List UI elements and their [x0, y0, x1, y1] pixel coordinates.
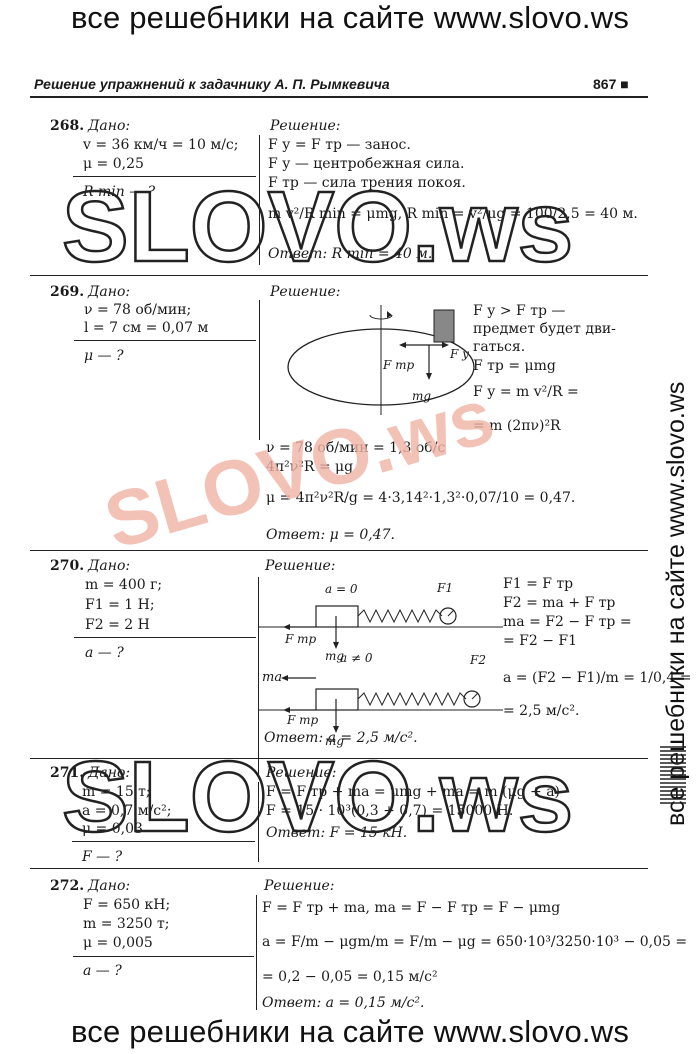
answer: Ответ: μ = 0,47. — [266, 527, 395, 543]
problem-divider — [30, 758, 648, 759]
force-label: F2 — [470, 653, 486, 667]
solution-line: a = (F2 − F1)/m = 1/0,4 = — [503, 670, 692, 686]
solution-line: F = 15 · 10³(0,3 + 0,7) = 15000 Н. — [266, 803, 514, 819]
solution-line: F у = F тр — занос. — [268, 137, 411, 153]
problem-number: 268. — [50, 118, 85, 134]
column-rule — [259, 300, 260, 440]
answer: Ответ: a = 0,15 м/с². — [262, 995, 425, 1011]
find-line: R min — ? — [83, 184, 156, 200]
accel-label: a = 0 — [325, 582, 358, 596]
given-line: m = 15 т; — [82, 784, 151, 800]
solution-label: Решение: — [270, 118, 341, 134]
problem-number: 270. — [50, 558, 85, 574]
given-label: Дано: — [88, 558, 131, 574]
problem-divider — [30, 275, 648, 276]
rotating-disk-diagram — [287, 305, 475, 415]
solution-line: ma = F2 − F тр = — [503, 614, 632, 630]
force-label: F тр — [383, 358, 415, 372]
find-line: a — ? — [85, 645, 124, 661]
find-line: F — ? — [82, 849, 123, 865]
force-label: F у — [450, 347, 470, 361]
column-rule — [256, 895, 257, 1010]
problem-number: 271. — [50, 765, 85, 781]
solution-line: F тр = μmg — [473, 358, 556, 374]
solution-line: = 0,2 − 0,05 = 0,15 м/с² — [262, 969, 438, 985]
given-line: μ = 0,005 — [83, 935, 153, 951]
solution-line: F у > F тр — — [473, 303, 566, 319]
solution-line: = F2 − F1 — [503, 633, 578, 649]
solution-line: F1 = F тр — [503, 576, 574, 592]
force-label: mg — [412, 389, 432, 403]
top-banner: все решебники на сайте www.slovo.ws — [70, 0, 630, 35]
force-label: ma — [262, 670, 283, 685]
solution-formula: a = F/m − μgm/m = F/m − μg = 650·10³/325… — [262, 934, 688, 950]
page-number: 867 ■ — [593, 76, 629, 92]
problem-divider — [30, 868, 648, 869]
force-label: F1 — [437, 581, 453, 595]
force-label: F тр — [287, 713, 319, 727]
given-line: F = 650 кН; — [83, 897, 171, 913]
given-label: Дано: — [88, 765, 131, 781]
solution-line: F у — центробежная сила. — [268, 156, 465, 172]
accel-label: a ≠ 0 — [340, 651, 373, 665]
given-line: l = 7 см = 0,07 м — [84, 320, 209, 336]
column-rule — [258, 577, 259, 777]
given-rule — [74, 637, 256, 638]
given-line: μ = 0,03 — [82, 821, 143, 837]
answer: Ответ: a = 2,5 м/с². — [264, 730, 418, 746]
solution-line: F2 = ma + F тр — [503, 595, 616, 611]
solution-label: Решение: — [270, 284, 341, 300]
solution-line: предмет будет дви- — [473, 321, 616, 337]
column-rule — [259, 135, 260, 265]
given-line: F1 = 1 Н; — [85, 597, 155, 613]
given-rule — [73, 176, 256, 177]
given-line: m = 3250 т; — [83, 916, 170, 932]
given-label: Дано: — [88, 878, 131, 894]
given-line: μ = 0,25 — [83, 156, 144, 172]
answer: Ответ: F = 15 кН. — [266, 825, 408, 841]
watermark-outline: SLOVO.ws — [61, 170, 575, 285]
force-label: mg — [325, 649, 345, 663]
watermark-outline: SLOVO.ws — [61, 740, 575, 855]
given-rule — [73, 956, 254, 957]
page-header-title: Решение упражнений к задачнику А. П. Рым… — [34, 76, 390, 92]
bottom-banner: все решебники на сайте www.slovo.ws — [70, 1014, 630, 1049]
solution-line: F у = m v²/R = — [473, 384, 579, 400]
given-rule — [74, 340, 256, 341]
problem-number: 269. — [50, 284, 85, 300]
barcode-icon — [660, 746, 686, 804]
solution-line: гаться. — [473, 339, 526, 355]
given-line: m = 400 г; — [85, 577, 163, 593]
solution-line: = m (2πν)²R — [473, 418, 561, 434]
find-line: μ — ? — [84, 348, 124, 364]
given-line: v = 36 км/ч = 10 м/с; — [83, 137, 239, 153]
problem-number: 272. — [50, 878, 85, 894]
column-rule — [258, 782, 259, 862]
solution-line: 4π²ν²R = μg — [266, 459, 354, 475]
solution-label: Решение: — [266, 765, 337, 781]
problem-divider — [30, 550, 648, 551]
solution-line: = 2,5 м/с². — [503, 703, 580, 719]
solution-line: F тр — сила трения покоя. — [268, 175, 466, 191]
header-rule — [30, 96, 648, 98]
solution-line: F = F тр + ma = μmg + ma = m (μg + a) — [266, 784, 561, 800]
solution-line: ν = 78 об/мин = 1,3 об/с — [266, 440, 446, 456]
given-line: ν = 78 об/мин; — [84, 302, 192, 318]
solution-label: Решение: — [264, 878, 335, 894]
solution-line: F = F тр + ma, ma = F − F тр = F − μmg — [262, 900, 561, 916]
solution-label: Решение: — [265, 558, 336, 574]
solution-formula: m v²/R min = μmg, R min = v²/μg = 100/2,… — [268, 206, 638, 222]
given-line: F2 = 2 Н — [85, 617, 150, 633]
given-label: Дано: — [88, 118, 131, 134]
find-line: a — ? — [83, 963, 122, 979]
given-label: Дано: — [88, 284, 131, 300]
force-label: F тр — [285, 632, 317, 646]
given-line: a = 0,7 м/с²; — [82, 803, 172, 819]
solution-formula: μ = 4π²ν²R/g = 4·3,14²·1,3²·0,07/10 = 0,… — [266, 490, 576, 506]
answer: Ответ: R min = 40 м. — [268, 246, 433, 262]
given-rule — [72, 841, 255, 842]
force-label: mg — [325, 734, 345, 748]
spring-diagram — [258, 605, 503, 733]
